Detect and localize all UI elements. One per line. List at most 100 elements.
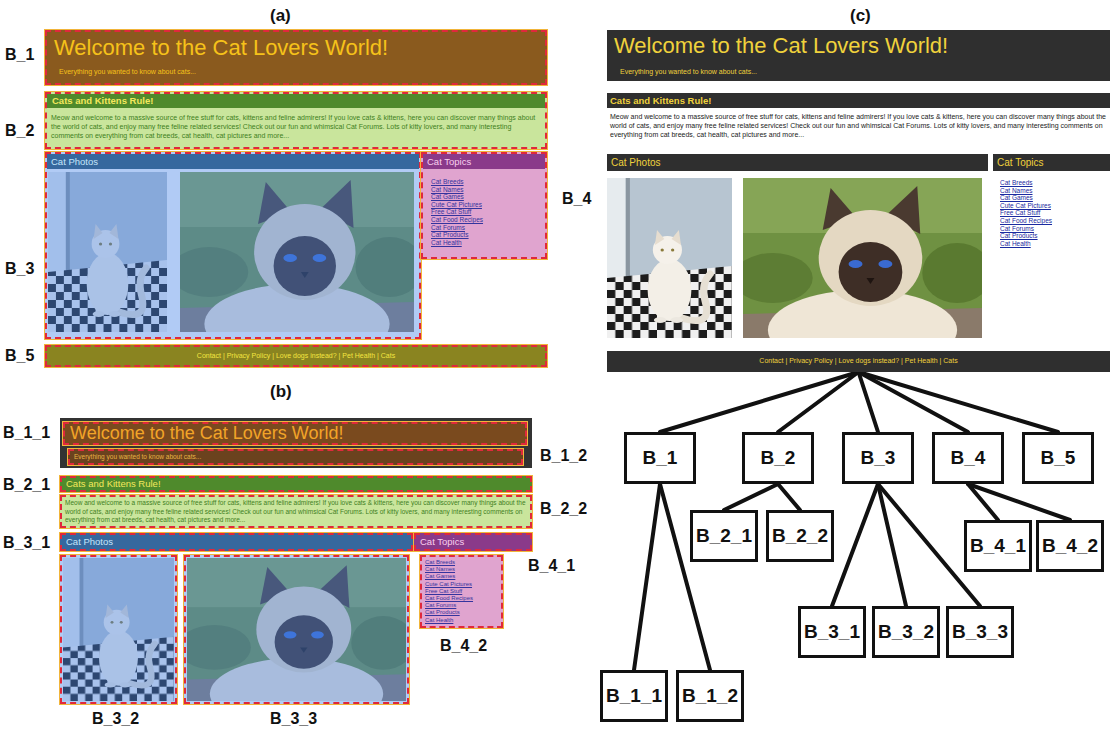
page-text: Welcome to the Cat Lovers World! (65, 424, 525, 443)
text-slot: Cat Forums (1000, 225, 1034, 233)
text-slot: Free Cat Stuff (1000, 209, 1040, 217)
text-slot: B_1 (5, 46, 34, 64)
tree-node-label: B_3 (861, 447, 896, 469)
tree-node-box: B_3_2 (872, 606, 940, 658)
text-slot: Cat Health (1000, 240, 1031, 248)
panel-label: (c) (850, 6, 871, 26)
tree-edge (634, 484, 660, 670)
page-text: Cat Forums (1000, 225, 1034, 233)
text-slot: B_1_1 (3, 424, 50, 442)
tree-node-box: B_3_3 (946, 606, 1014, 658)
page-block: B_1_1Welcome to the Cat Lovers World! (63, 422, 527, 445)
page-block: B_3_3 (184, 555, 409, 704)
tree-node-label: B_5 (1041, 447, 1076, 469)
tree-node-label: B_2 (761, 447, 796, 469)
text-slot: Cat Breeds (1000, 179, 1033, 187)
text-slot: (a) (270, 6, 291, 26)
tree-edge (724, 484, 778, 510)
page-text: Cute Cat Pictures (1000, 202, 1051, 210)
page-block: Contact | Privacy Policy | Love dogs ins… (607, 351, 1110, 372)
block-label: B_2 (5, 122, 34, 140)
tree-node-label: B_3_1 (804, 621, 860, 643)
page-text: Cat Breeds (422, 559, 501, 566)
text-slot: B_4_1 (528, 557, 575, 575)
tree-node-box: B_4_1 (964, 520, 1032, 572)
text-slot: B_3 (5, 260, 34, 278)
block-label: B_2_1 (3, 476, 50, 494)
page-text: Free Cat Stuff (422, 588, 501, 595)
page-text: Cat Food Recipes (422, 595, 501, 602)
page-text: Cat Food Recipes (1000, 217, 1052, 225)
tree-node-label: B_2_2 (772, 525, 828, 547)
page-block: Cat Photos (607, 154, 988, 171)
page-text: Meow and welcome to a massive source of … (47, 108, 545, 140)
page-text: Cat Breeds (423, 178, 545, 186)
text-slot: B_2_1 (3, 476, 50, 494)
page-text: Free Cat Stuff (1000, 209, 1040, 217)
tree-edge (778, 372, 859, 432)
page-text: Cats and Kittens Rule! (62, 478, 530, 490)
text-slot: B_2_2 (540, 500, 587, 518)
text-slot: B_3_3 (270, 710, 317, 728)
page-text: Cat Topics (423, 154, 545, 169)
page-block: B_3Cat Photos (45, 152, 421, 339)
tree-node-label: B_3_2 (878, 621, 934, 643)
page-block: B_2_1Cats and Kittens Rule! (60, 476, 532, 492)
block-label: B_3_1 (3, 534, 50, 552)
page-text: Cat Photos (607, 154, 988, 171)
page-text: Everything you wanted to know about cats… (607, 59, 1110, 75)
page-text: Cat Topics (993, 154, 1110, 171)
page-block: Welcome to the Cat Lovers World!Everythi… (607, 30, 1110, 81)
block-label: B_2_2 (540, 500, 587, 518)
page-text: Cat Names (423, 186, 545, 194)
tree-edge (832, 484, 878, 606)
page-block: B_4Cat TopicsCat BreedsCat NamesCat Game… (421, 152, 547, 259)
text-slot: B_4 (562, 190, 591, 208)
page-text: Welcome to the Cat Lovers World! (47, 32, 545, 61)
tree-node-label: B_4_2 (1042, 535, 1098, 557)
page-text: Cute Cat Pictures (423, 201, 545, 209)
page-text: Everything you wanted to know about cats… (70, 451, 521, 461)
page-block: B_1_2Everything you wanted to know about… (68, 449, 523, 465)
panel-label: (b) (270, 382, 292, 402)
text-slot: B_2 (5, 122, 34, 140)
block-label: B_3_3 (270, 710, 317, 728)
header-band (60, 418, 532, 468)
block-label: B_4_2 (440, 637, 487, 655)
block-label: B_4_1 (528, 557, 575, 575)
page-text: Meow and welcome to a massive source of … (610, 112, 1106, 139)
tree-node-box: B_2_2 (766, 510, 834, 562)
page-text: Cat Food Recipes (423, 216, 545, 224)
page-text: Cat Health (1000, 240, 1031, 248)
block-label: B_1_1 (3, 424, 50, 442)
text-slot: B_3_1 (3, 534, 50, 552)
page-text: Cat Forums (423, 224, 545, 232)
page-text: Cat Topics (416, 535, 530, 549)
page-block: B_5Contact | Privacy Policy | Love dogs … (45, 345, 547, 367)
tree-node-box: B_4 (932, 432, 1004, 484)
text-slot: Cat Names (1000, 187, 1033, 195)
tree-node-box: B_1 (624, 432, 696, 484)
page-text: Cat Names (1000, 187, 1033, 195)
tree-edge (778, 484, 800, 510)
page-text: Contact | Privacy Policy | Love dogs ins… (47, 347, 545, 359)
text-slot: B_4_2 (440, 637, 487, 655)
page-text: Cat Health (423, 239, 545, 247)
text-slot: (c) (850, 6, 871, 26)
page-text: Welcome to the Cat Lovers World! (607, 30, 1110, 59)
page-text: Cat Breeds (1000, 179, 1033, 187)
page-text: Meow and welcome to a massive source of … (62, 497, 530, 527)
tree-node-box: B_2 (742, 432, 814, 484)
page-text: Cat Products (422, 609, 501, 616)
photo-siamese-cat (733, 178, 992, 370)
tree-node-label: B_1_2 (682, 685, 738, 707)
page-text: Cat Forums (422, 602, 501, 609)
text-slot: (b) (270, 382, 292, 402)
page-text: Cat Names (422, 566, 501, 573)
page-block: B_2Cats and Kittens Rule!Meow and welcom… (45, 92, 547, 149)
text-slot: Meow and welcome to a massive source of … (610, 112, 1106, 139)
page-text: Free Cat Stuff (423, 208, 545, 216)
block-label: B_3_2 (92, 710, 139, 728)
page-block: Cats and Kittens Rule! (607, 93, 1110, 108)
